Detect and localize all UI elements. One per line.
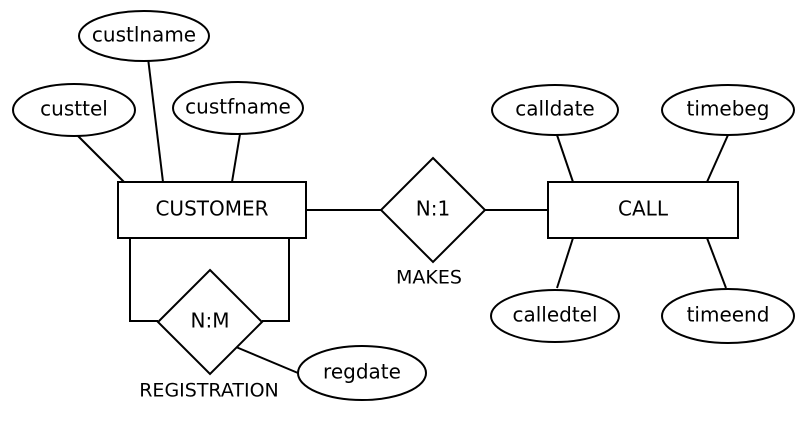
attribute-regdate-label: regdate xyxy=(323,360,401,384)
entity-call: CALL xyxy=(547,181,739,239)
relationship-registration-cardinality: N:M xyxy=(191,309,230,333)
connectors xyxy=(77,57,729,374)
line-calledtel-call xyxy=(556,237,574,289)
relationship-makes: N:1 xyxy=(379,156,487,264)
relationship-makes-cardinality: N:1 xyxy=(416,197,450,221)
attribute-custfname: custfname xyxy=(172,81,304,135)
relationship-makes-name: MAKES xyxy=(396,267,462,289)
attribute-custtel-label: custtel xyxy=(40,97,108,121)
attribute-custtel: custtel xyxy=(12,83,136,137)
attribute-regdate: regdate xyxy=(297,345,427,401)
line-calldate-call xyxy=(556,134,574,183)
line-timebeg-call xyxy=(706,134,729,183)
line-timeend-call xyxy=(706,237,727,289)
relationship-registration: N:M xyxy=(156,268,264,376)
relationship-registration-name: REGISTRATION xyxy=(139,380,279,402)
entity-customer: CUSTOMER xyxy=(117,181,307,239)
line-customer-registration-left xyxy=(129,238,158,322)
line-custtel-customer xyxy=(77,135,125,183)
attribute-calledtel-label: calledtel xyxy=(512,303,597,327)
entity-customer-label: CUSTOMER xyxy=(155,197,268,221)
attribute-timebeg-label: timebeg xyxy=(687,97,770,121)
attribute-calledtel: calledtel xyxy=(490,289,620,343)
attribute-custfname-label: custfname xyxy=(185,95,291,119)
line-custlname-customer xyxy=(147,57,164,183)
line-registration-regdate xyxy=(235,346,299,374)
entity-call-label: CALL xyxy=(618,197,669,221)
line-custfname-customer xyxy=(231,133,241,183)
attribute-timebeg: timebeg xyxy=(661,84,795,136)
attribute-custlname-label: custlname xyxy=(92,23,196,47)
attribute-calldate: calldate xyxy=(491,84,619,136)
attribute-custlname: custlname xyxy=(78,10,210,62)
attribute-calldate-label: calldate xyxy=(515,97,594,121)
attribute-timeend: timeend xyxy=(661,288,795,344)
line-customer-registration-right xyxy=(262,238,290,322)
attribute-timeend-label: timeend xyxy=(687,303,770,327)
